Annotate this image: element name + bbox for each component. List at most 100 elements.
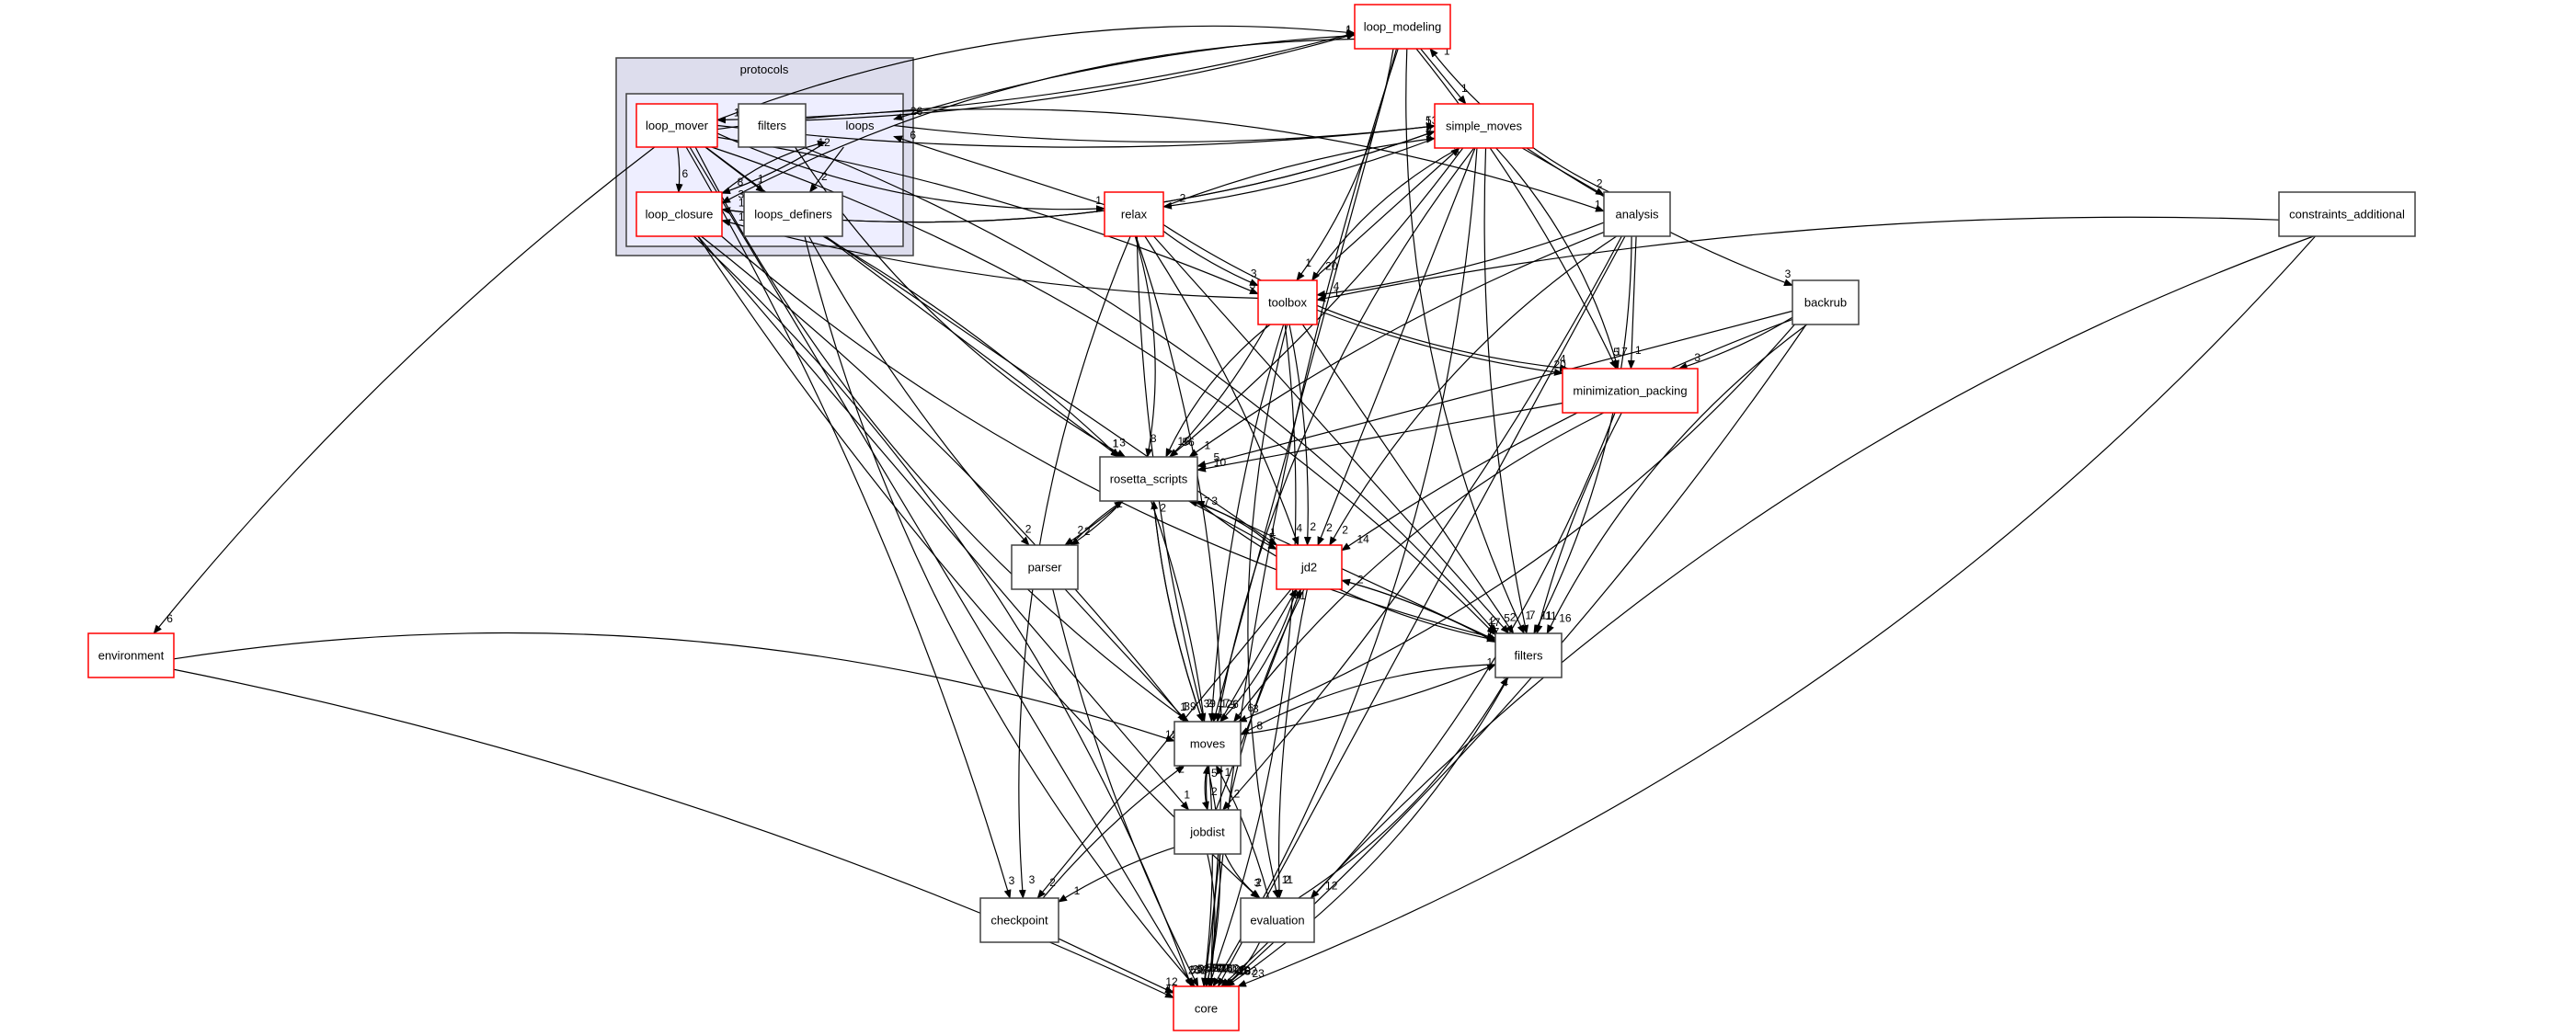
edge-line[interactable] [1064, 588, 1188, 723]
edge-line[interactable] [1483, 147, 1529, 634]
edge-line[interactable] [716, 25, 1356, 121]
node-checkpoint[interactable]: checkpoint [979, 897, 1059, 943]
node-label[interactable]: parser [1028, 560, 1063, 574]
node-box[interactable] [1562, 368, 1699, 414]
edge-count-label[interactable]: 2 [1025, 523, 1032, 536]
edge-environment-to-moves[interactable]: 12 [173, 632, 1178, 743]
edge-line[interactable] [1144, 235, 1299, 546]
edge-line[interactable] [1052, 588, 1199, 987]
edge-toolbox-to-simple_moves[interactable]: 3 [1311, 144, 1460, 281]
edge-count-label[interactable]: 2 [1180, 192, 1186, 205]
edge-count-label[interactable]: 26 [910, 105, 923, 118]
node-label[interactable]: simple_moves [1446, 119, 1523, 132]
edge-count-label[interactable]: 11 [1545, 609, 1557, 622]
edge-count-label[interactable]: 5 [1425, 114, 1432, 127]
edge-toolbox-to-core[interactable]: 120 [1208, 324, 1297, 987]
node-label[interactable]: analysis [1616, 207, 1659, 221]
edge-line[interactable] [1162, 135, 1436, 208]
edge-evaluation-to-moves[interactable]: 1 [1215, 765, 1270, 899]
node-box[interactable] [1603, 191, 1671, 237]
edge-count-label[interactable]: 22 [1193, 963, 1206, 976]
node-loop-mover[interactable]: loop_mover [635, 103, 718, 148]
edge-line[interactable] [822, 235, 1120, 458]
edge-toolbox-to-loop_closure[interactable]: 1 [721, 211, 1259, 299]
edge-loop_mover-to-core[interactable]: 59 [689, 146, 1203, 987]
edge-line[interactable] [153, 146, 656, 634]
edge-loop_closure-to-loops[interactable]: 12 [721, 136, 830, 194]
edge-line[interactable] [1219, 588, 1298, 723]
edge-count-label[interactable]: 1 [1635, 344, 1642, 357]
node-loops[interactable]: loops [845, 119, 875, 132]
edge-count-label[interactable]: 5 [1231, 699, 1237, 712]
edge-line[interactable] [1329, 235, 1618, 546]
edge-constraints_additional-to-evaluation[interactable]: 12 [1310, 235, 2314, 899]
node-box[interactable] [1434, 103, 1534, 149]
edge-line[interactable] [1169, 147, 1464, 458]
edge-count-label[interactable]: 3 [1694, 351, 1700, 364]
edge-count-label[interactable]: 26 [1226, 698, 1239, 711]
edge-loop_mover-to-loop_closure[interactable]: 6 [675, 146, 689, 193]
edge-line[interactable] [1420, 48, 1467, 105]
edge-count-label[interactable]: 1 [1595, 198, 1601, 211]
edge-line[interactable] [1415, 48, 1618, 370]
edge-loop_mover-to-environment[interactable]: 6 [153, 146, 656, 634]
edge-count-label[interactable]: 1 [1113, 438, 1119, 450]
edge-count-label[interactable]: 1 [1220, 697, 1227, 710]
edge-relax-to-filters[interactable]: 5 [1153, 235, 1510, 634]
edge-count-label[interactable]: 162 [1220, 962, 1239, 975]
edge-analysis-to-jobdist[interactable]: 2 [1222, 235, 1622, 811]
edge-count-label[interactable]: 7 [1529, 609, 1536, 621]
edge-count-label[interactable]: 59 [1190, 963, 1203, 976]
edge-count-label[interactable]: 1 [1345, 24, 1352, 37]
edge-count-label[interactable]: 1 [1525, 609, 1531, 621]
edge-simple_moves-to-relax[interactable]: 2 [1162, 137, 1436, 210]
edge-count-label[interactable]: 3 [1029, 873, 1036, 886]
edge-count-label[interactable]: 1 [1180, 700, 1186, 713]
edge-checkpoint-to-moves[interactable]: 2 [1042, 763, 1185, 899]
edge-line[interactable] [1215, 147, 1475, 723]
edge-count-label[interactable]: 39 [1204, 697, 1217, 710]
edge-count-label[interactable]: 7 [1204, 495, 1210, 508]
node-label[interactable]: minimization_packing [1573, 383, 1687, 397]
edge-simple_moves-to-toolbox[interactable]: 20 [1311, 147, 1460, 281]
edge-line[interactable] [1223, 941, 1261, 987]
edge-line[interactable] [716, 132, 1105, 213]
edge-loop_modeling-to-loop_mover[interactable]: 1 [716, 32, 1356, 124]
edge-line[interactable] [173, 632, 1175, 743]
edge-count-label[interactable]: 20 [1325, 260, 1338, 273]
node-label[interactable]: evaluation [1250, 913, 1304, 927]
edge-backrub-to-minimization_packing[interactable]: 3 [1677, 316, 1793, 370]
edge-line[interactable] [893, 34, 1356, 120]
edge-loop_modeling-to-loops[interactable]: 26 [893, 34, 1356, 120]
edge-count-label[interactable]: 17 [1218, 697, 1231, 710]
edge-jobdist-to-jd2[interactable]: 1 [1215, 588, 1306, 811]
edge-count-label[interactable]: 6 [910, 129, 916, 142]
edge-line[interactable] [825, 235, 1278, 546]
edge-filters-to-jd2[interactable]: 2 [1341, 574, 1496, 643]
edge-line[interactable] [1188, 500, 1277, 550]
edge-count-label[interactable]: 1 [1184, 788, 1190, 801]
edge-line[interactable] [716, 123, 1436, 148]
node-parser[interactable]: parser [1011, 544, 1079, 590]
edge-count-label[interactable]: 1 [1299, 589, 1306, 602]
node-box[interactable] [1792, 279, 1860, 325]
edge-count-label[interactable]: 5 [1211, 767, 1218, 780]
node-box[interactable] [1174, 809, 1242, 855]
edge-line[interactable] [1275, 588, 1308, 899]
node-box[interactable] [1174, 721, 1242, 767]
edge-evaluation-to-filters[interactable]: 1 [1298, 675, 1509, 899]
node-rosetta-scripts[interactable]: rosetta_scripts [1099, 456, 1198, 502]
node-label[interactable]: jobdist [1189, 825, 1225, 838]
edge-count-label[interactable]: 2 [1077, 524, 1083, 537]
edge-line[interactable] [804, 235, 1196, 987]
node-label[interactable]: toolbox [1268, 295, 1307, 309]
edge-line[interactable] [893, 123, 1436, 142]
edge-jd2-to-core[interactable]: 201 [1208, 588, 1305, 987]
edge-count-label[interactable]: 1 [1074, 884, 1081, 897]
node-label[interactable]: rosetta_scripts [1110, 472, 1188, 485]
node-relax[interactable]: relax [1104, 191, 1164, 237]
edge-loop_mover-to-simple_moves[interactable]: 5 [716, 114, 1436, 148]
edge-count-label[interactable]: 1 [1345, 23, 1352, 36]
edge-relax-to-toolbox[interactable]: 3 [1162, 230, 1259, 287]
node-minimization-packing[interactable]: minimization_packing [1562, 368, 1699, 414]
